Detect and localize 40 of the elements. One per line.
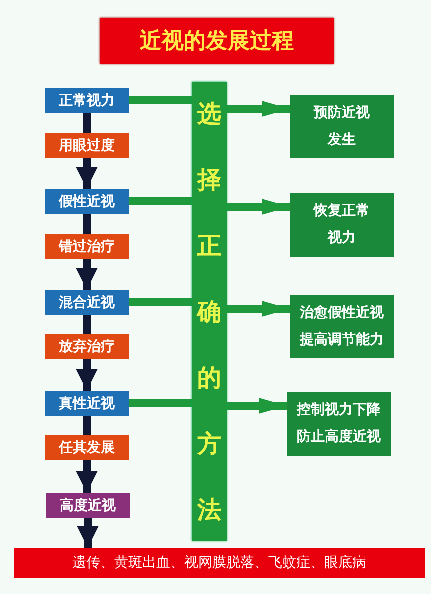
stage-box xyxy=(45,88,129,113)
stage-box xyxy=(45,290,129,315)
box-text: 用眼过度 xyxy=(59,136,115,154)
box-text: 治愈假性近视提高调节能力 xyxy=(300,304,384,350)
arrow xyxy=(227,301,290,317)
stage-box xyxy=(46,493,130,518)
box-text: 假性近视 xyxy=(59,192,115,210)
arrow xyxy=(227,199,290,215)
box-text: 高度近视 xyxy=(60,496,116,514)
cause-box xyxy=(45,234,129,259)
box-text: 错过治疗 xyxy=(59,238,115,256)
box-text: 控制视力下降防止高度近视 xyxy=(297,401,381,447)
cause-box xyxy=(45,133,129,158)
result-box xyxy=(287,392,391,456)
cause-box xyxy=(45,334,129,359)
stage-box xyxy=(45,189,129,214)
box-text: 任其发展 xyxy=(59,438,115,456)
stage-box xyxy=(45,391,129,416)
arrow xyxy=(227,398,287,414)
result-box xyxy=(290,193,394,257)
method-bar xyxy=(192,82,227,541)
title-banner: 近视的发展过程 xyxy=(100,18,334,64)
box-text: 选择正确的方法 xyxy=(198,98,222,526)
box-text: 放弃治疗 xyxy=(59,338,115,356)
arrow xyxy=(77,518,99,548)
box-text: 预防近视发生 xyxy=(314,104,370,150)
box-text: 混合近视 xyxy=(59,294,115,312)
complications-bar xyxy=(14,548,425,578)
box-text: 恢复正常视力 xyxy=(314,202,370,248)
cause-box xyxy=(45,435,129,460)
arrow xyxy=(227,101,290,117)
box-text: 正常视力 xyxy=(59,92,115,110)
arrow xyxy=(76,158,98,189)
arrow xyxy=(76,359,98,391)
arrow xyxy=(76,460,98,493)
result-box xyxy=(290,295,394,358)
arrow xyxy=(76,259,98,290)
box-text: 遗传、黄斑出血、视网膜脱落、飞蚊症、眼底病 xyxy=(72,554,366,572)
result-box xyxy=(290,95,394,158)
box-text: 真性近视 xyxy=(59,394,115,412)
